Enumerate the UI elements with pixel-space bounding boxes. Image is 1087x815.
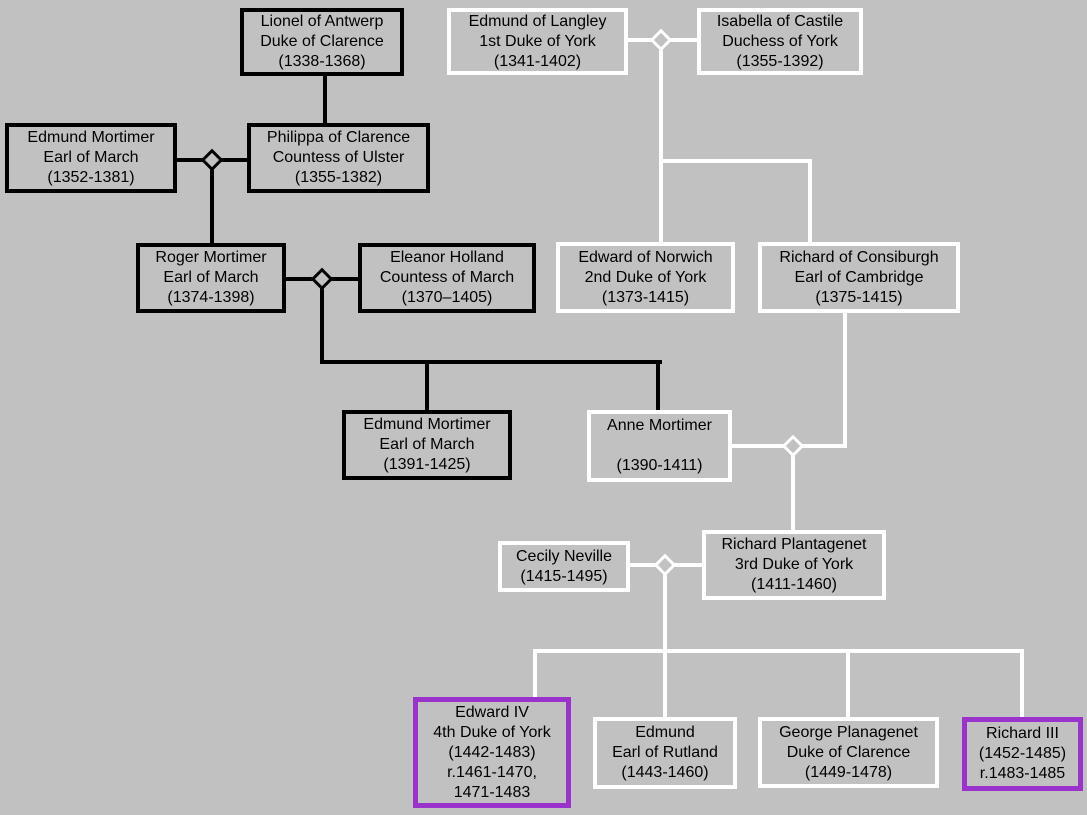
connector-branch-to-rutland: [663, 649, 667, 717]
connector-marriage-to-roger: [210, 160, 214, 243]
person-dates: (1355-1392): [736, 52, 824, 70]
person-title: 1st Duke of York: [479, 32, 596, 50]
person-box-cecily-neville: Cecily Neville (1415-1495): [498, 541, 630, 592]
person-name: Philippa of Clarence: [266, 129, 411, 146]
person-reign: r.1461-1470,: [447, 763, 537, 781]
person-title: Earl of March: [43, 149, 139, 166]
person-name: Edmund Mortimer: [27, 129, 155, 146]
person-reign: r.1483-1485: [979, 765, 1066, 782]
connector-marriage-to-edward-norwich: [659, 40, 663, 242]
person-title: Earl of March: [379, 436, 475, 453]
person-box-richard-of-consiburgh: Richard of Consiburgh Earl of Cambridge …: [758, 242, 960, 313]
person-box-eleanor-holland: Eleanor Holland Countess of March (1370–…: [358, 243, 536, 313]
person-name: Edmund of Langley: [468, 12, 607, 30]
person-title: Countess of March: [379, 269, 515, 286]
marriage-diamond-cecily-plantagenet: [653, 553, 677, 577]
person-name: Edmund: [635, 724, 695, 741]
connector-branch-to-george: [846, 649, 850, 717]
person-dates: (1411-1460): [751, 576, 837, 593]
connector-branch-to-consiburgh: [808, 159, 812, 242]
person-name: Richard III: [986, 725, 1059, 742]
connector-marriage-to-plantagenet: [791, 446, 795, 530]
connector-branch-to-edward-iv: [533, 649, 537, 699]
person-dates: (1449-1478): [804, 763, 893, 781]
connector-consiburgh-down: [843, 313, 847, 447]
person-box-isabella-of-castile: Isabella of Castile Duchess of York (135…: [697, 8, 863, 75]
connector-mortimer-children-branch: [320, 360, 662, 364]
connector-branch-to-richard-iii: [1020, 649, 1024, 717]
person-title: Earl of March: [163, 269, 259, 286]
connector-york-children-branch: [659, 159, 812, 163]
person-title: Duke of Clarence: [786, 743, 911, 761]
connector-lionel-to-philippa: [323, 75, 327, 123]
person-box-george-planagenet: George Planagenet Duke of Clarence (1449…: [758, 717, 939, 788]
person-dates: (1442-1483): [448, 743, 536, 761]
person-name: Edward of Norwich: [578, 248, 713, 266]
person-name: Eleanor Holland: [390, 249, 504, 266]
person-dates: (1373-1415): [601, 288, 690, 306]
person-name: Edward IV: [455, 703, 529, 721]
person-dates: (1390-1411): [616, 457, 703, 474]
person-dates: (1370–1405): [401, 289, 493, 306]
person-title: 2nd Duke of York: [584, 268, 707, 286]
person-name: Anne Mortimer: [607, 417, 712, 434]
person-dates: (1352-1381): [47, 169, 135, 186]
marriage-diamond-langley-isabella: [649, 28, 673, 52]
person-dates: (1452-1485): [978, 745, 1067, 762]
person-dates: (1415-1495): [520, 567, 608, 585]
person-box-anne-mortimer: Anne Mortimer (1390-1411): [587, 410, 732, 482]
person-box-edward-of-norwich: Edward of Norwich 2nd Duke of York (1373…: [556, 242, 735, 313]
person-title: Countess of Ulster: [272, 149, 405, 166]
marriage-diamond-edmund1352-philippa: [200, 148, 224, 172]
person-dates: (1391-1425): [383, 456, 471, 473]
person-name: Roger Mortimer: [155, 249, 267, 266]
connector-branch-to-anne: [656, 362, 660, 410]
connector-plantagenet-children-branch: [533, 649, 1024, 653]
person-box-richard-plantagenet: Richard Plantagenet 3rd Duke of York (14…: [702, 530, 886, 600]
person-title: 4th Duke of York: [433, 723, 551, 741]
person-name: Richard of Consiburgh: [779, 248, 939, 266]
person-name: Cecily Neville: [515, 547, 613, 565]
person-title: Earl of Cambridge: [794, 268, 924, 286]
person-box-lionel-of-antwerp: Lionel of Antwerp Duke of Clarence (1338…: [240, 8, 404, 76]
person-reign-continued: 1471-1483: [453, 783, 531, 801]
connector-branch-to-edmund1391: [425, 362, 429, 410]
person-title: Duchess of York: [722, 32, 838, 50]
person-name: George Planagenet: [779, 723, 918, 741]
person-box-richard-iii: Richard III (1452-1485) r.1483-1485: [962, 717, 1083, 791]
person-box-edmund-of-rutland: Edmund Earl of Rutland (1443-1460): [593, 717, 737, 789]
person-box-edmund-of-langley: Edmund of Langley 1st Duke of York (1341…: [447, 8, 628, 75]
person-box-edmund-mortimer-1352: Edmund Mortimer Earl of March (1352-1381…: [5, 123, 177, 193]
person-dates: (1443-1460): [621, 764, 709, 781]
person-box-edward-iv: Edward IV 4th Duke of York (1442-1483) r…: [413, 697, 571, 808]
marriage-diamond-roger-eleanor: [310, 267, 334, 291]
person-title: Earl of Rutland: [612, 744, 718, 761]
person-dates: (1375-1415): [815, 288, 903, 306]
person-name: Isabella of Castile: [716, 12, 844, 30]
marriage-diamond-anne-consiburgh: [781, 434, 805, 458]
connector-marriage-to-children: [663, 565, 667, 651]
person-name: Edmund Mortimer: [363, 416, 491, 433]
person-dates: (1355-1382): [294, 169, 383, 186]
person-title: Duke of Clarence: [260, 33, 384, 50]
person-box-edmund-mortimer-1391: Edmund Mortimer Earl of March (1391-1425…: [342, 410, 512, 480]
person-box-roger-mortimer: Roger Mortimer Earl of March (1374-1398): [136, 243, 286, 313]
connector-marriage-to-branch: [320, 279, 324, 362]
person-dates: (1341-1402): [493, 52, 582, 70]
person-name: Lionel of Antwerp: [260, 13, 384, 30]
person-dates: (1374-1398): [167, 289, 255, 306]
person-title: 3rd Duke of York: [734, 556, 854, 573]
person-name: Richard Plantagenet: [721, 536, 867, 553]
person-box-philippa-of-clarence: Philippa of Clarence Countess of Ulster …: [247, 123, 430, 193]
person-dates: (1338-1368): [278, 53, 366, 70]
